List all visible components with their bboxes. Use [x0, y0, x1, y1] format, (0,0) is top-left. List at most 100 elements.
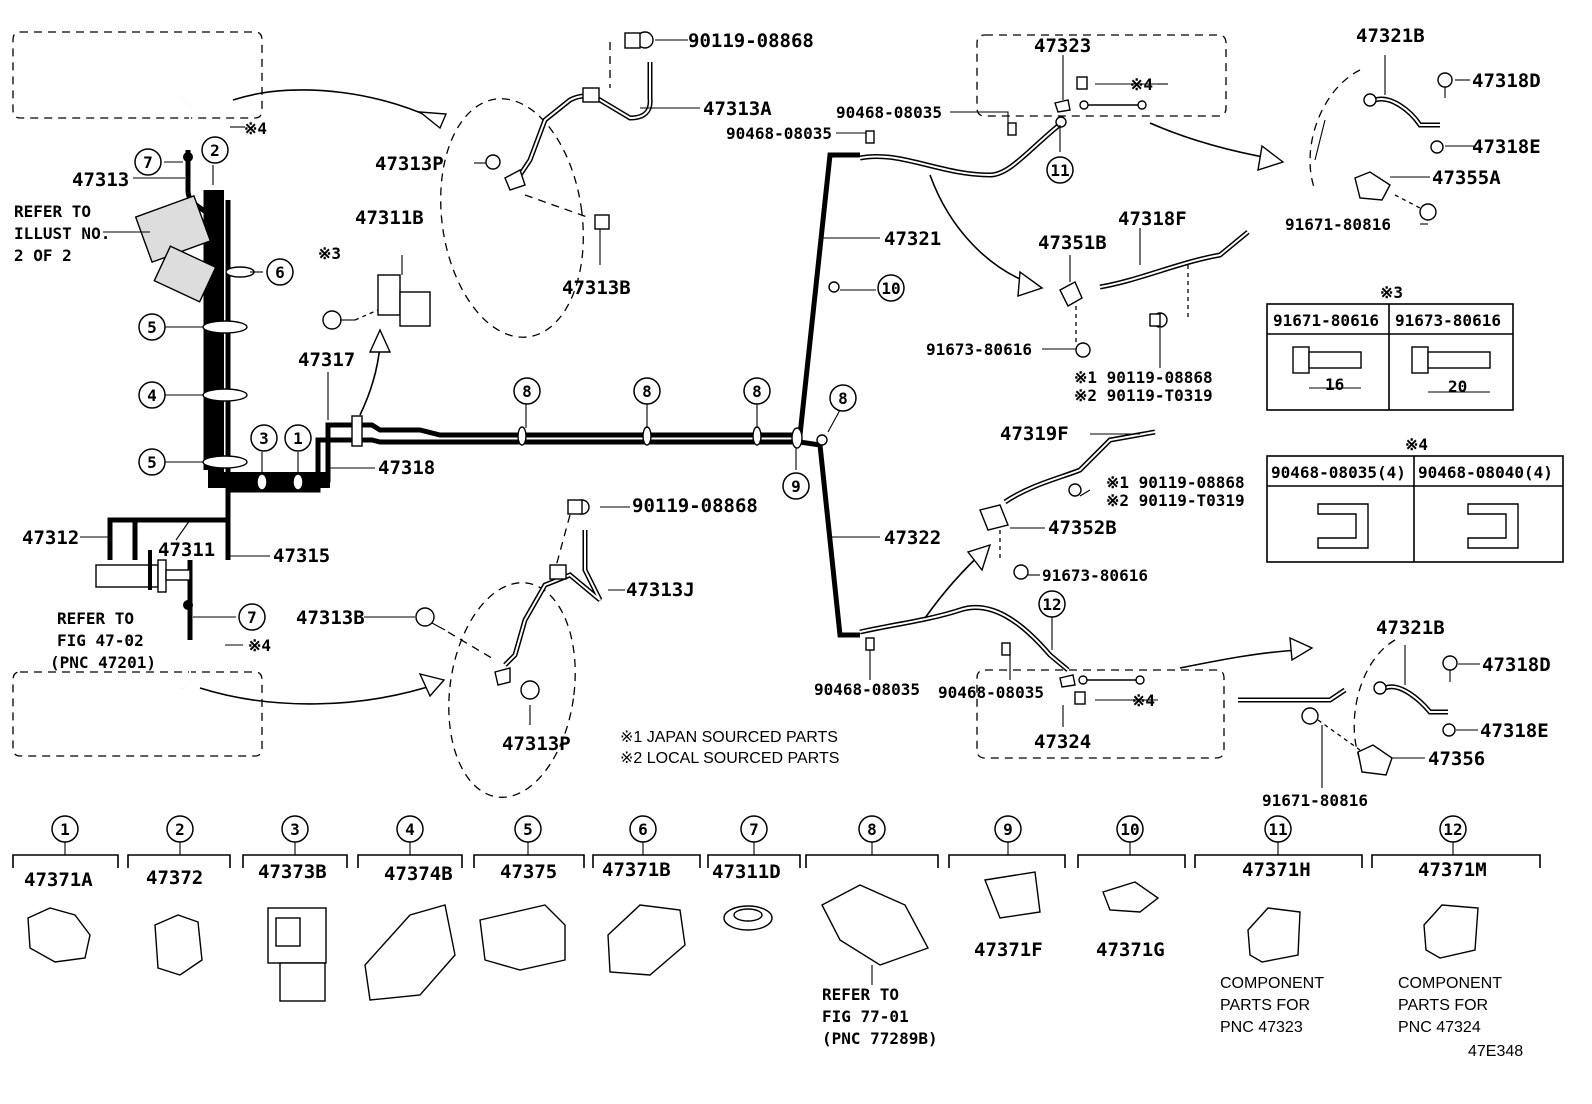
ref-circle-ring — [51, 815, 79, 843]
label-m2-b: ※2 90119-T0319 — [1106, 491, 1245, 510]
label-47352b: 47352B — [1048, 517, 1117, 539]
ref-circle-number: 8 — [867, 820, 877, 839]
label-m1-a: ※1 90119-08868 — [1074, 368, 1213, 387]
table3-col2: 91673-80616 — [1395, 311, 1501, 330]
ref-circle-ring — [877, 274, 905, 302]
label-90119-08868-top: 90119-08868 — [688, 30, 814, 52]
note-local-sourced: ※2 LOCAL SOURCED PARTS — [620, 750, 839, 767]
label-91671-80816-top: 91671-80816 — [1285, 215, 1391, 234]
ref-circle-ring — [138, 448, 166, 476]
legend-part-12: 47371M — [1418, 859, 1487, 881]
ref-circle-number: 7 — [749, 820, 759, 839]
label-47318d-top: 47318D — [1472, 70, 1541, 92]
ref-circle-ring — [166, 815, 194, 843]
ref-circle-number: 7 — [247, 608, 257, 627]
ref-circle-ring — [1046, 156, 1074, 184]
label-91671-80816-bot: 91671-80816 — [1262, 791, 1368, 810]
ref-circle-7: 7 — [740, 815, 768, 843]
ref-circle-2: 2 — [166, 815, 194, 843]
label-mark4-a: ※4 — [244, 119, 267, 138]
label-mark4-b: ※4 — [248, 636, 271, 655]
label-47321b-top: 47321B — [1356, 25, 1425, 47]
legend-part-3: 47373B — [258, 861, 327, 883]
ref-circle-ring — [201, 136, 229, 164]
legend-part-11: 47371H — [1242, 859, 1311, 881]
label-refer-illust-1: REFER TO — [14, 202, 91, 221]
ref-circle-4: 4 — [396, 815, 424, 843]
label-47317: 47317 — [298, 349, 355, 371]
ref-circle-ring — [514, 815, 542, 843]
ref-circle-number: 8 — [838, 389, 848, 408]
label-47313b-bot: 47313B — [296, 607, 365, 629]
label-refer-fig-1: REFER TO — [57, 609, 134, 628]
legend-part-9: 47371F — [974, 939, 1043, 961]
ref-circle-number: 1 — [293, 429, 303, 448]
ref-circle-3: 3 — [281, 815, 309, 843]
label-47355a: 47355A — [1432, 167, 1501, 189]
ref-circle-8: 8 — [513, 377, 541, 405]
ref-circle-number: 7 — [143, 153, 153, 172]
table-labels: ※3 91671-80616 91673-80616 16 20 ※4 9046… — [1271, 283, 1553, 482]
legend-note-12-1: COMPONENT — [1398, 975, 1502, 992]
ref-circle-number: 1 — [60, 820, 70, 839]
ref-circle-5: 5 — [514, 815, 542, 843]
ref-circle-10: 10 — [877, 274, 905, 302]
label-47324: 47324 — [1034, 731, 1091, 753]
ref-circle-ring — [1038, 590, 1066, 618]
label-90119-08868-mid: 90119-08868 — [632, 495, 758, 517]
legend-note-8-2: FIG 77-01 — [822, 1007, 909, 1026]
label-47318e-top: 47318E — [1472, 136, 1541, 158]
clamp-47311b — [322, 274, 431, 416]
ref-circle-10: 10 — [1116, 815, 1144, 843]
ref-circle-ring — [396, 815, 424, 843]
ref-circle-ring — [238, 603, 266, 631]
legend-part-7: 47311D — [712, 861, 781, 883]
ref-circle-number: 5 — [147, 453, 157, 472]
rear-right-wheel-assembly — [1309, 69, 1453, 221]
label-91673-80616-b: 91673-80616 — [1042, 566, 1148, 585]
label-91673-80616-a: 91673-80616 — [926, 340, 1032, 359]
ref-circle-ring — [513, 377, 541, 405]
legend-note-11-2: PARTS FOR — [1220, 997, 1310, 1014]
ref-circle-ring — [266, 258, 294, 286]
ref-circle-5: 5 — [138, 448, 166, 476]
main-brake-lines — [345, 152, 860, 638]
legend-note-12-3: PNC 47324 — [1398, 1019, 1481, 1036]
ref-circle-number: 8 — [752, 382, 762, 401]
ref-circle-number: 11 — [1050, 161, 1069, 180]
ref-circle-5: 5 — [138, 313, 166, 341]
ref-circle-11: 11 — [1046, 156, 1074, 184]
label-mark3: ※3 — [318, 244, 341, 263]
legend-brackets — [12, 842, 1541, 868]
table4-col2: 90468-08040(4) — [1418, 463, 1553, 482]
legend-part-2: 47372 — [146, 867, 203, 889]
master-cylinder-tube-bundle — [95, 97, 345, 689]
label-47318: 47318 — [378, 457, 435, 479]
ref-circle-7: 7 — [134, 148, 162, 176]
ref-circle-ring — [284, 424, 312, 452]
label-refer-illust-2: ILLUST NO. — [14, 224, 110, 243]
label-m2-a: ※2 90119-T0319 — [1074, 386, 1213, 405]
table3-mark: ※3 — [1380, 283, 1403, 302]
ref-circle-number: 2 — [175, 820, 185, 839]
label-47318e-bot: 47318E — [1480, 720, 1549, 742]
legend-note-8-3: (PNC 77289B) — [822, 1029, 938, 1048]
ref-circle-number: 12 — [1443, 820, 1462, 839]
label-47313b-top: 47313B — [562, 277, 631, 299]
label-47351b: 47351B — [1038, 232, 1107, 254]
ref-circle-1: 1 — [51, 815, 79, 843]
label-m1-b: ※1 90119-08868 — [1106, 473, 1245, 492]
mark3-table — [1266, 303, 1514, 411]
label-47356: 47356 — [1428, 748, 1485, 770]
label-47318f: 47318F — [1118, 208, 1187, 230]
legend-icons — [27, 871, 1479, 1002]
table4-mark: ※4 — [1405, 435, 1428, 454]
ref-circle-8: 8 — [829, 384, 857, 412]
ref-circle-ring — [281, 815, 309, 843]
label-47323: 47323 — [1034, 35, 1091, 57]
ref-circle-2: 2 — [201, 136, 229, 164]
ref-circle-number: 12 — [1042, 595, 1061, 614]
ref-circle-ring — [138, 313, 166, 341]
front-wheel-arrows — [199, 89, 448, 705]
